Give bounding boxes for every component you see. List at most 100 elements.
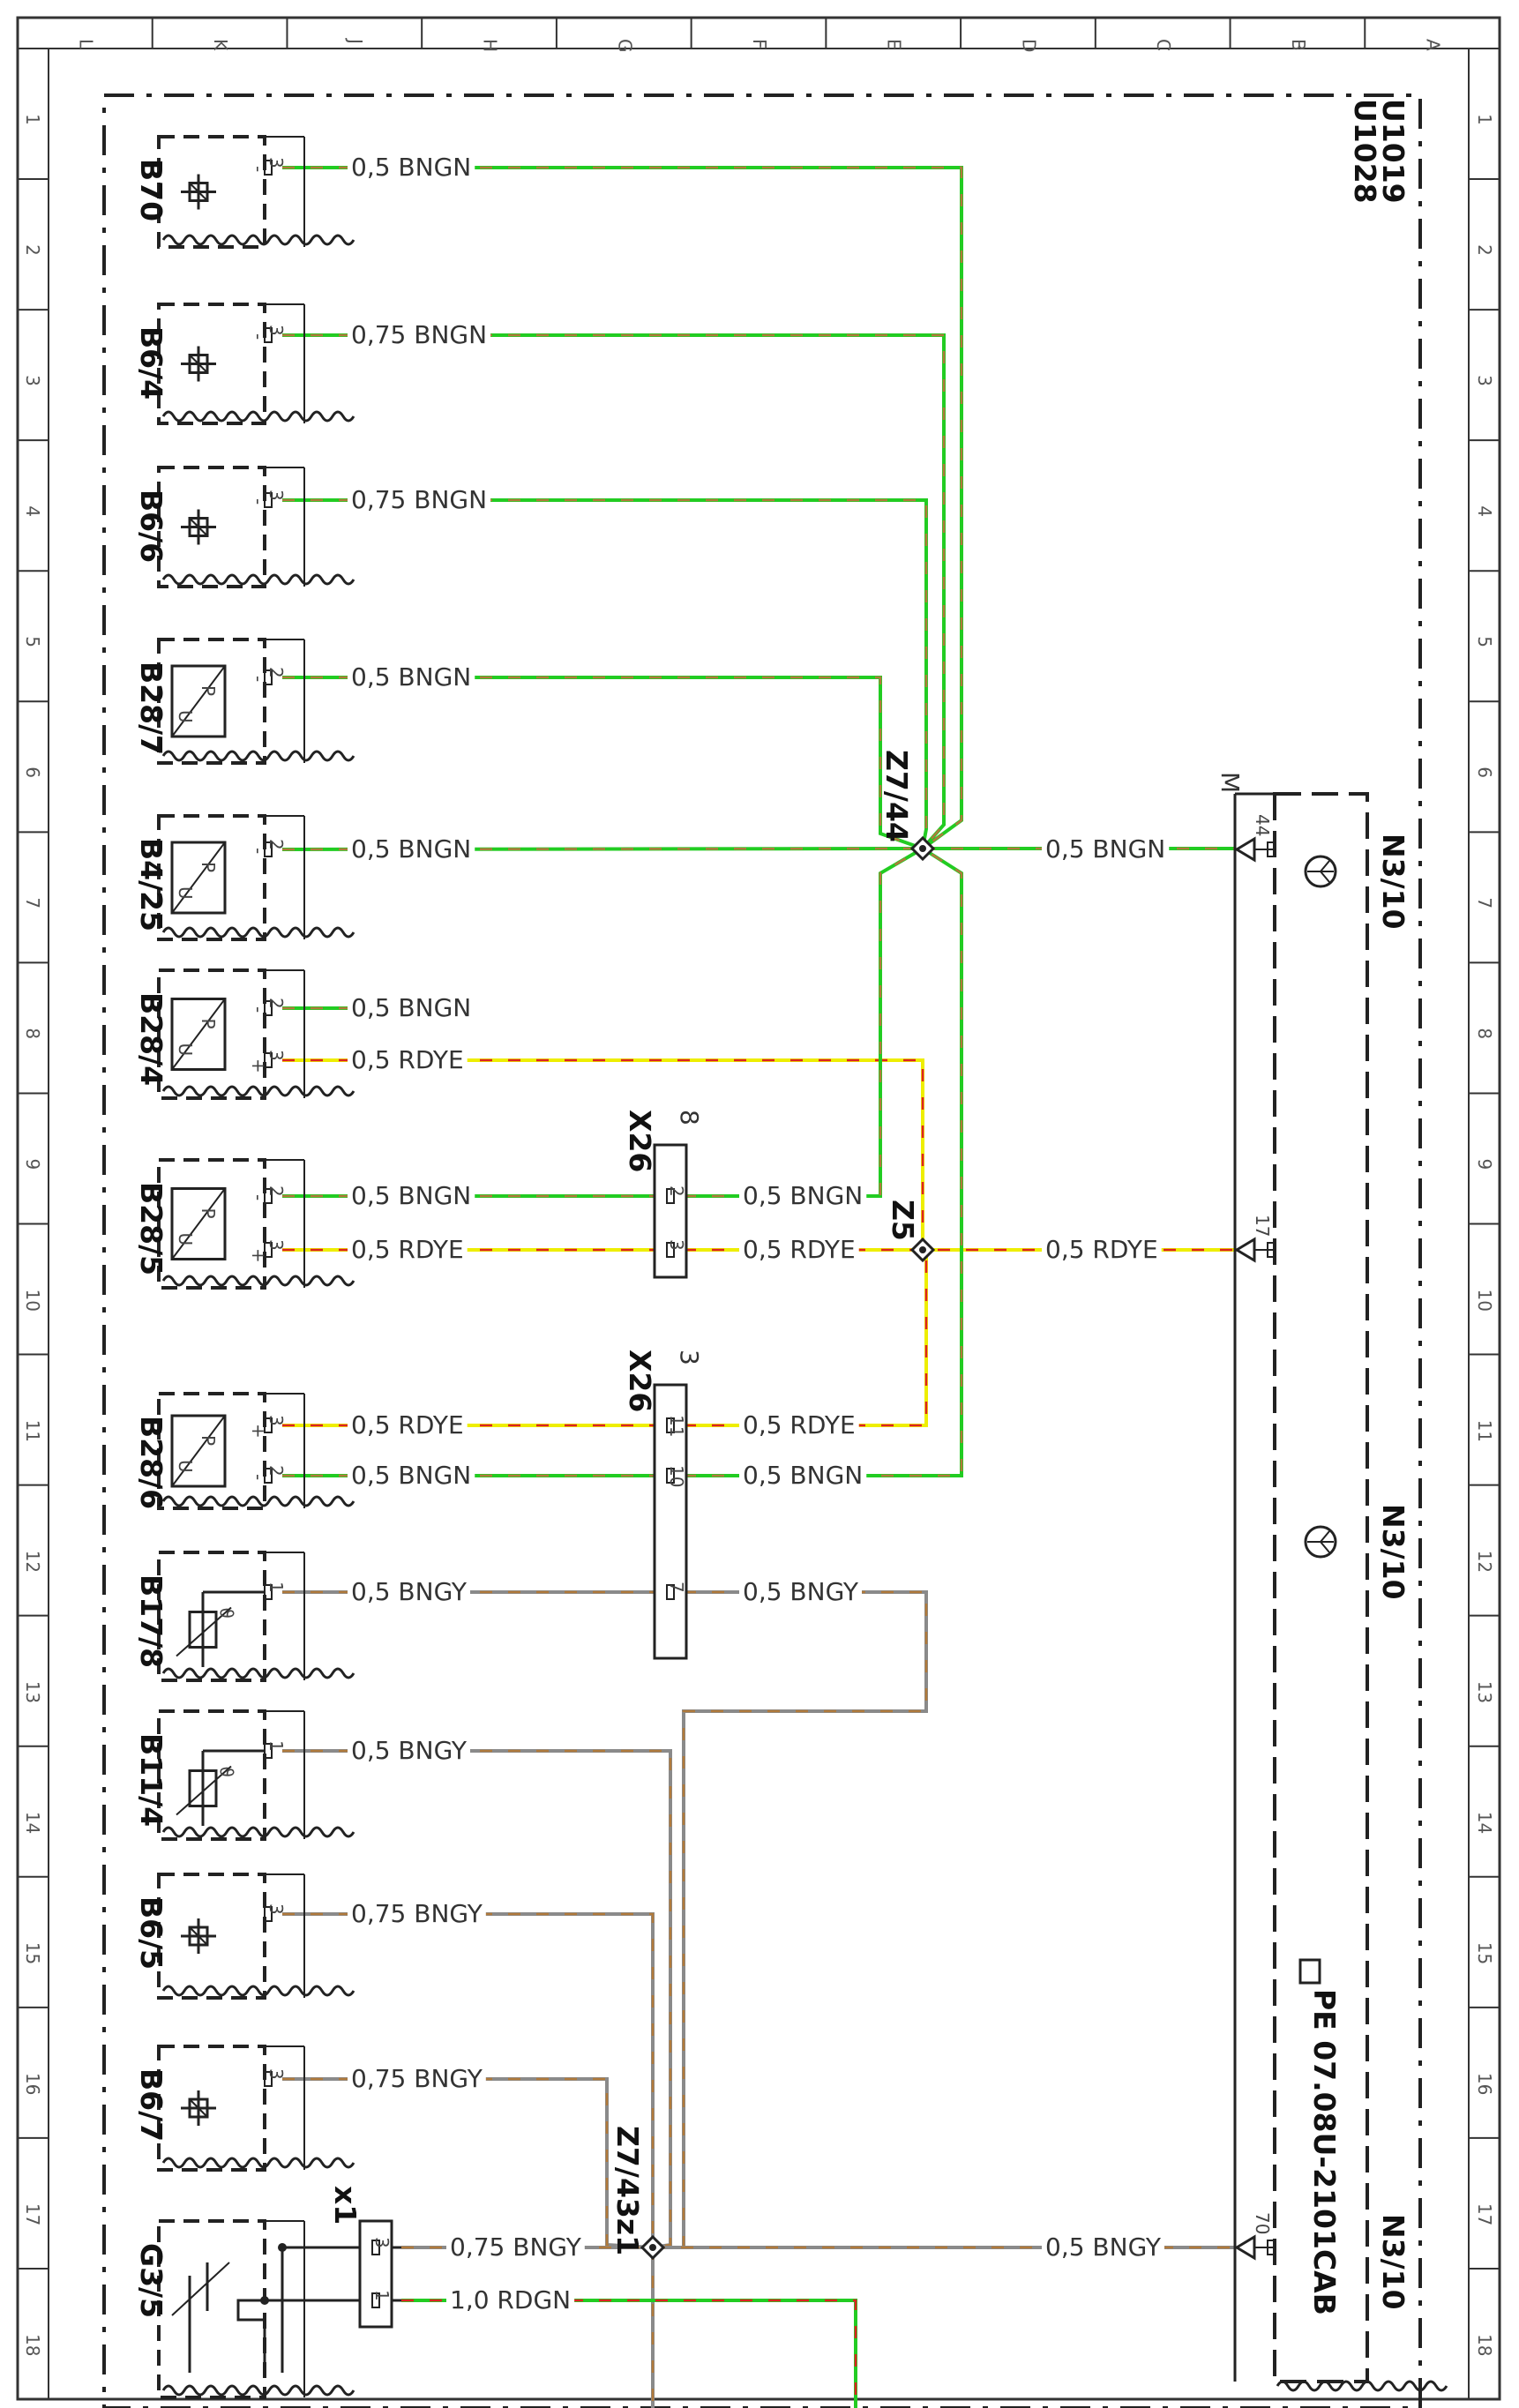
column-letter: K (210, 39, 231, 51)
wire-label-backing (1042, 2232, 1164, 2262)
wire-g3-5-pin1-stripe (401, 2299, 857, 2408)
pin-terminal (264, 2071, 273, 2087)
column-letter: E (884, 39, 905, 50)
component-body (157, 1158, 266, 1290)
row-number-left: 1 (22, 114, 43, 125)
wire-label-backing (348, 662, 475, 692)
wire-label-backing (348, 1461, 475, 1491)
transistor-icon-leg (1320, 1541, 1330, 1553)
pin-terminal (264, 1743, 273, 1759)
wire-label: 0,5 BNGY (351, 1736, 468, 1765)
pin-number: 2 (266, 839, 287, 850)
pin-terminal (264, 1468, 273, 1484)
wire-label: 0,5 BNGN (351, 1181, 471, 1210)
connector-count: 3 (675, 1350, 704, 1365)
component-id: B28/6 (134, 1416, 168, 1509)
module-label: N3/10 (1376, 1504, 1410, 1600)
wire-label: 0,5 RDYE (1045, 1235, 1158, 1264)
pin-terminal (264, 492, 273, 508)
row-number-right: 8 (1474, 1028, 1495, 1039)
component-body (157, 968, 266, 1100)
pressure-u-label: U (175, 1043, 196, 1057)
row-number-left: 4 (22, 505, 43, 517)
wire-x26b-out3 (653, 1590, 928, 2249)
wire-label: 0,5 BNGN (351, 1461, 471, 1490)
pin-terminal (264, 1417, 273, 1433)
connector-pin-number: 3 (371, 2237, 393, 2248)
connector-pin-number: 10 (666, 1465, 687, 1487)
row-number-left: 12 (22, 1551, 43, 1573)
row-number-left: 11 (22, 1420, 43, 1442)
row-number-right: 1 (1474, 114, 1495, 125)
column-letter: J (345, 37, 366, 44)
row-number-right: 18 (1474, 2334, 1495, 2356)
module-pin (1267, 841, 1276, 857)
polarity-mark: - (248, 498, 269, 505)
pressure-p-label: P (198, 862, 219, 872)
pin-number: 3 (266, 1415, 287, 1426)
pressure-p-label: P (198, 1019, 219, 1029)
component-id: G3/5 (134, 2243, 168, 2318)
wire-label-backing (348, 1235, 468, 1265)
row-number-right: 2 (1474, 244, 1495, 256)
wire-label-backing (348, 834, 475, 864)
pressure-p-label: P (198, 1208, 219, 1219)
polarity-mark: - (248, 1194, 269, 1200)
pressure-sensor-icon (170, 841, 227, 915)
document-id-1: U1019 (1376, 99, 1410, 204)
row-number-left: 13 (22, 1681, 43, 1703)
polarity-mark: - (248, 848, 269, 854)
module-label: N3/10 (1376, 2214, 1410, 2310)
pin-terminal (264, 1584, 273, 1600)
wire-label: 1,0 RDGN (450, 2285, 571, 2315)
row-number-left: 10 (22, 1290, 43, 1312)
module-pin (1267, 1242, 1276, 1258)
polarity-mark: - (248, 1474, 269, 1480)
pressure-sensor-diag (171, 998, 226, 1071)
pin-number: 2 (266, 1185, 287, 1197)
component-id: B4/25 (134, 838, 168, 931)
row-number-right: 3 (1474, 375, 1495, 386)
wire-label: 0,5 BNGN (743, 1461, 863, 1490)
wire-label: 0,5 BNGN (351, 834, 471, 864)
row-number-right: 15 (1474, 1942, 1495, 1964)
row-number-right: 5 (1474, 636, 1495, 647)
connector-pin (371, 2240, 380, 2255)
column-letter: D (1018, 39, 1039, 52)
column-letter: C (1153, 39, 1174, 51)
pressure-sensor-icon (170, 998, 227, 1071)
row-number-left: 5 (22, 636, 43, 647)
component-break (161, 1495, 355, 1507)
pin-number: 3 (266, 1239, 287, 1251)
wire-x26b-out1-stripe (684, 1250, 928, 1427)
wire-label-backing (739, 1577, 862, 1607)
thermistor-arrow (176, 1606, 232, 1657)
wire-label-backing (348, 2064, 486, 2094)
row-number-right: 13 (1474, 1681, 1495, 1703)
theta-glyph: ϑ (216, 1767, 237, 1777)
junction-dot (260, 2296, 269, 2305)
sensor-icon (188, 182, 209, 202)
module-body (1273, 792, 1369, 2383)
row-number-left: 14 (22, 1812, 43, 1834)
row-number-right: 10 (1474, 1290, 1495, 1312)
wire-label: 0,5 RDYE (743, 1410, 856, 1440)
polarity-mark: + (248, 1424, 269, 1439)
pin-terminal (264, 160, 273, 176)
sensor-icon (188, 1926, 209, 1947)
pin-number: 2 (266, 1465, 287, 1477)
pin-number: 3 (266, 1050, 287, 1061)
row-number-right: 16 (1474, 2073, 1495, 2095)
wire-b6-4-stripe (282, 333, 946, 849)
component-body (157, 1392, 266, 1510)
polarity-mark: + (248, 1058, 269, 1073)
wire-b28-4-pin3-stripe (282, 1058, 924, 1248)
pressure-sensor-diag (171, 1187, 226, 1260)
wire-label-backing (348, 320, 491, 350)
row-number-right: 12 (1474, 1551, 1495, 1573)
wire-label: 0,75 BNGN (351, 320, 487, 349)
